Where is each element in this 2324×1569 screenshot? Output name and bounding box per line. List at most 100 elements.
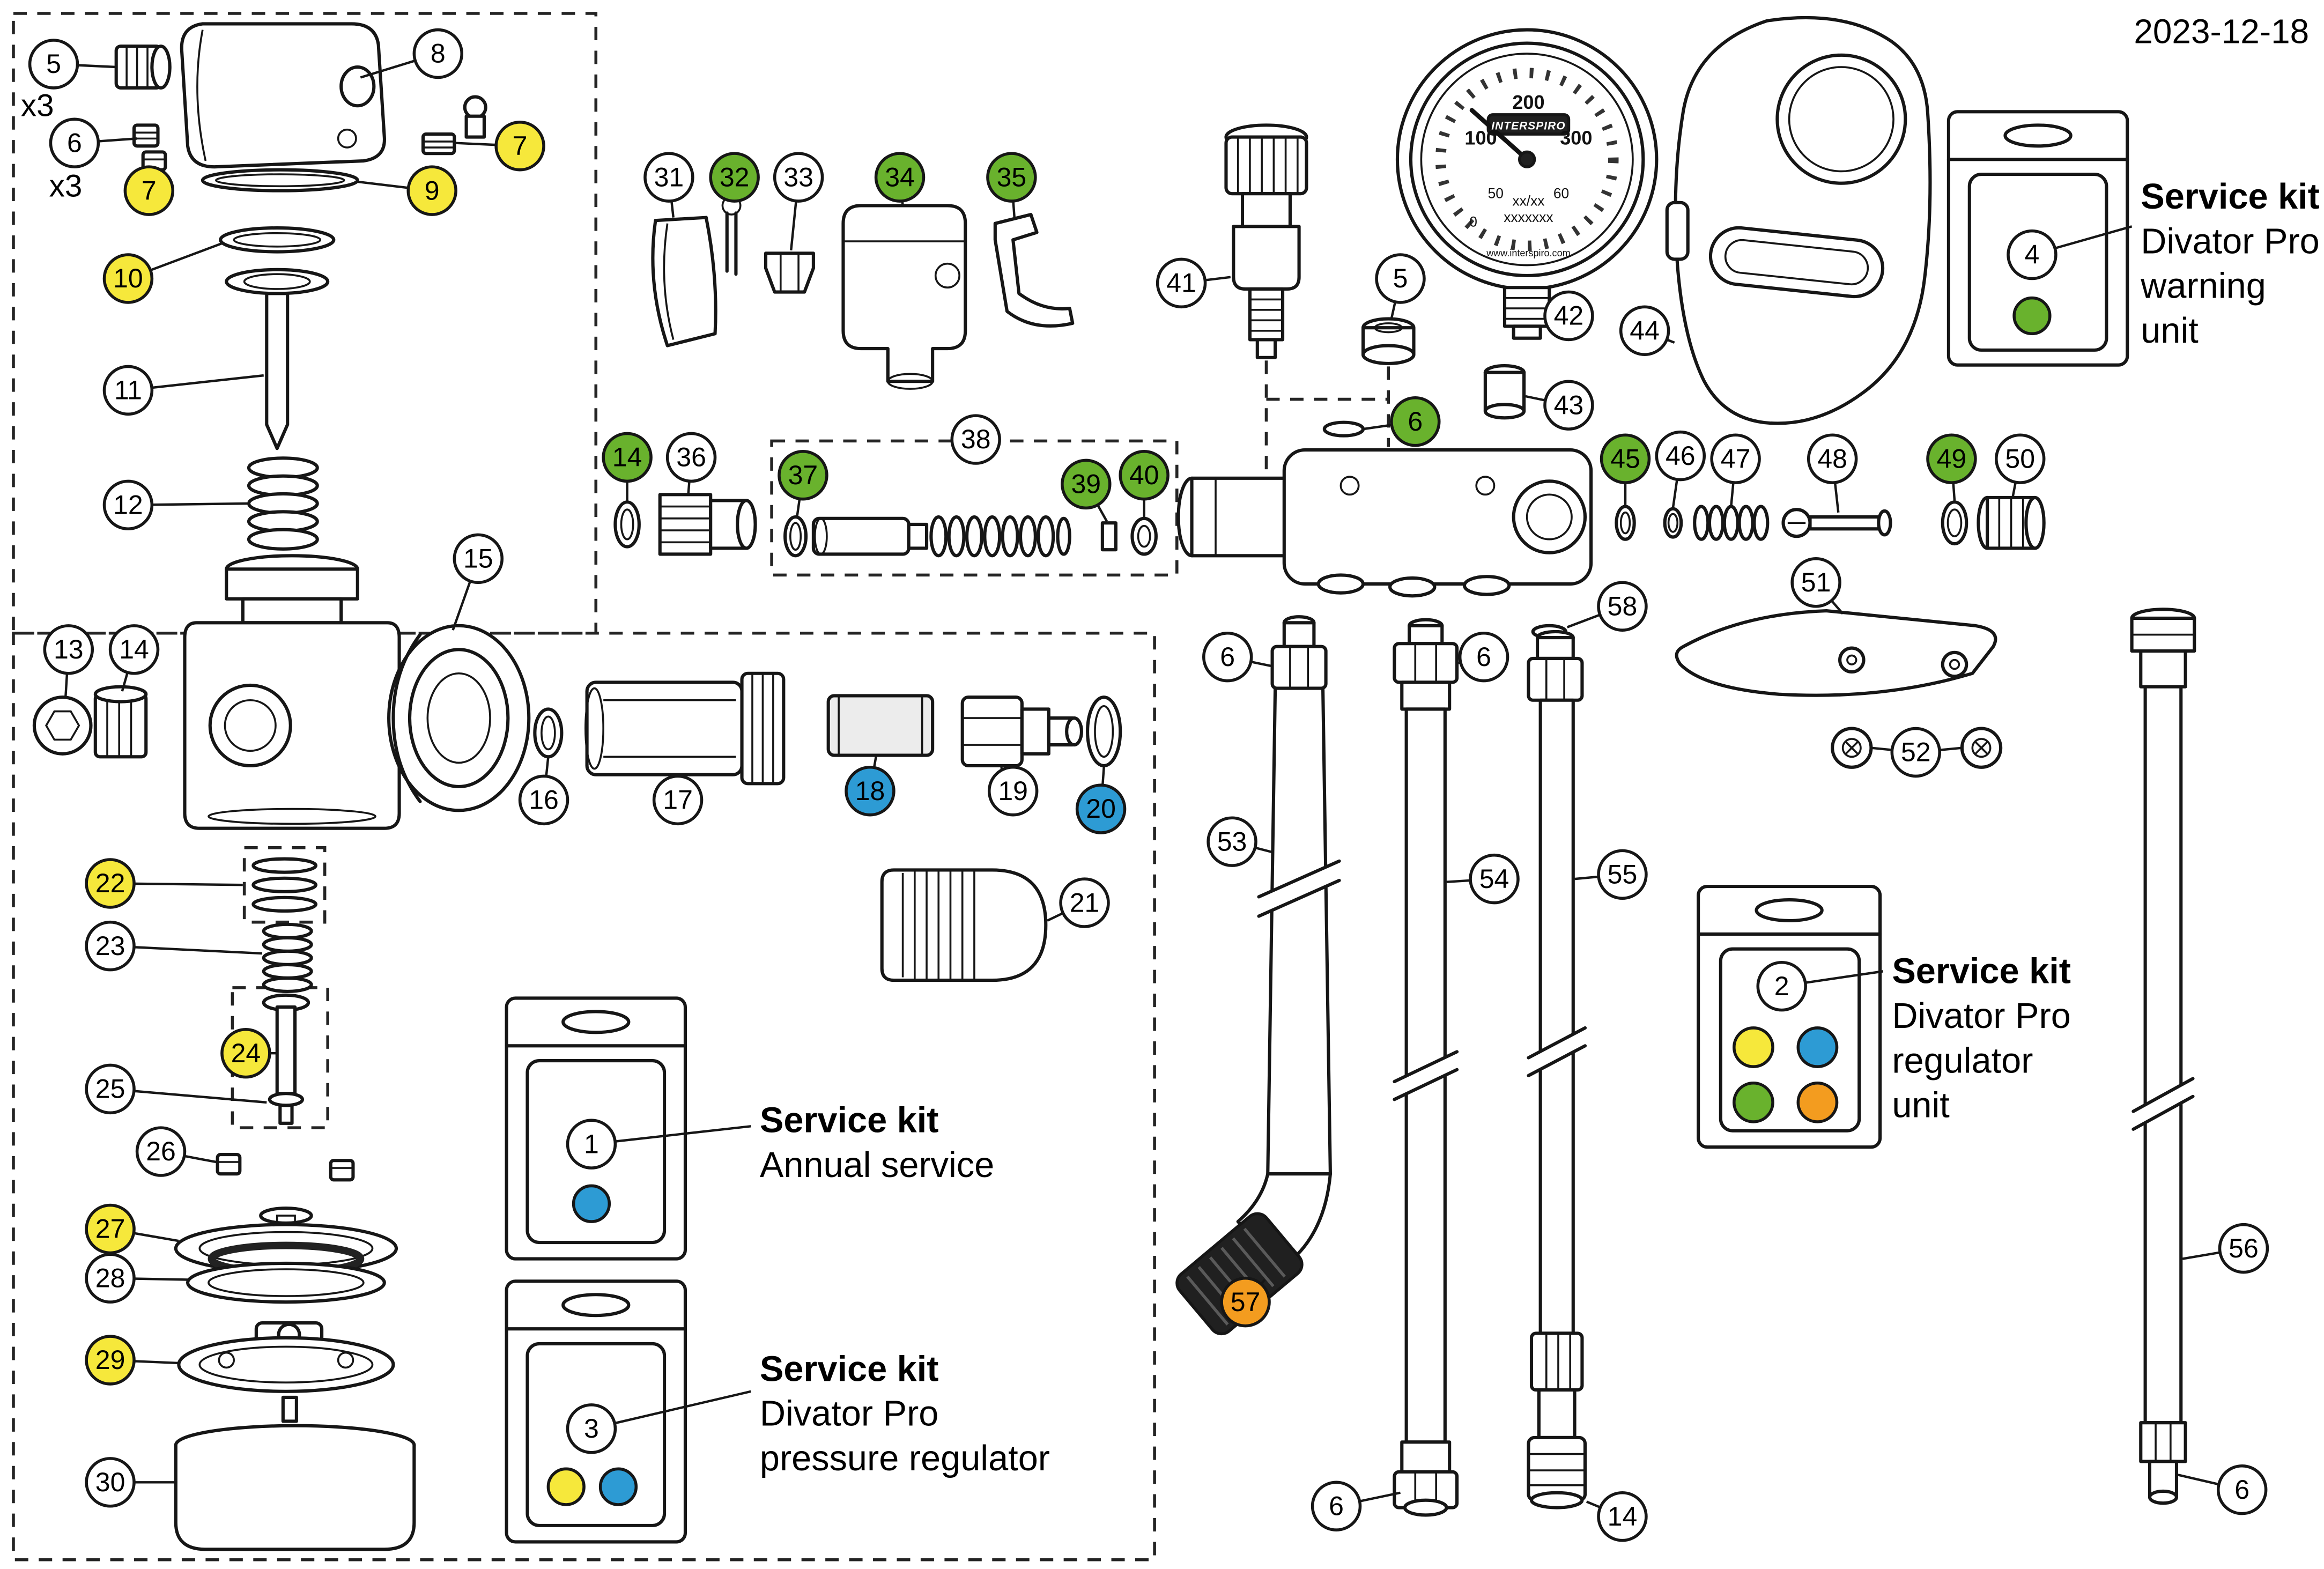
part-31-rubber-cap (651, 216, 717, 347)
gauge-label-100: 100 (1464, 127, 1497, 149)
part-45-oring (1615, 505, 1636, 541)
gauge-label-300: 300 (1560, 127, 1592, 149)
callout-56: 56 (2218, 1223, 2269, 1274)
callout-54: 54 (1469, 853, 1520, 905)
part-19-outlet-fitting (960, 695, 1084, 768)
kit-dot-green (1733, 1081, 1774, 1123)
callout-21: 21 (1059, 877, 1110, 928)
callout-42: 42 (1543, 290, 1594, 342)
service-kit-3-line: Divator Pro (759, 1394, 939, 1435)
callout-7: 7 (494, 121, 545, 172)
callout-25: 25 (85, 1063, 136, 1115)
callout-39: 39 (1061, 458, 1112, 510)
hose-56 (2130, 608, 2196, 1505)
part-18-inner-tube (826, 694, 935, 757)
callout-46: 46 (1655, 430, 1706, 482)
part-50-plug (1977, 495, 2046, 550)
callout-26: 26 (135, 1126, 187, 1177)
callout-19: 19 (987, 765, 1039, 817)
quantity-note: x3 (20, 89, 54, 124)
callout-6: 6 (1202, 631, 1253, 683)
kit-dot-blue (598, 1467, 638, 1506)
part-52-torx-screws (1831, 727, 2003, 769)
gauge-serial-1: xx/xx (1512, 193, 1544, 209)
callout-40: 40 (1119, 450, 1170, 501)
callout-5: 5 (28, 39, 79, 90)
callout-55: 55 (1597, 849, 1648, 900)
part-34-purge-housing (841, 204, 967, 390)
service-kit-2-title: Service kit (1892, 952, 2071, 993)
hose-54 (1393, 618, 1459, 1517)
callout-31: 31 (643, 152, 694, 203)
callout-14: 14 (1597, 1491, 1648, 1542)
part-36-threaded-fitting (658, 493, 757, 556)
part-6-set-screw (132, 123, 160, 148)
callout-48: 48 (1807, 433, 1858, 484)
service-kit-2-label: Service kit Divator Pro regulator unit (1892, 950, 2071, 1129)
callout-27: 27 (85, 1203, 136, 1255)
hose-56-break (2131, 1077, 2195, 1131)
kit-dot-yellow (546, 1467, 586, 1506)
callout-28: 28 (85, 1253, 136, 1304)
part-30-cover-cup (174, 1424, 416, 1551)
callout-43: 43 (1543, 380, 1594, 431)
part-manifold-block (1176, 448, 1593, 598)
part-32-cotter-pin (721, 195, 742, 276)
callout-7: 7 (123, 165, 175, 216)
part-first-stage-body (183, 554, 401, 830)
gauge-label-200: 200 (1512, 91, 1544, 113)
callout-37: 37 (778, 450, 828, 501)
callout-6: 6 (1458, 631, 1509, 683)
hose-55-break (1527, 1026, 1587, 1077)
kit-dot-yellow (1733, 1026, 1774, 1068)
part-10-washer (219, 226, 336, 254)
part-46-washer (1663, 507, 1683, 539)
gauge-label-50: 50 (1488, 186, 1504, 202)
part-11-valve-stem (225, 268, 330, 450)
callout-45: 45 (1600, 433, 1651, 484)
service-kit-2-package (1697, 884, 1882, 1149)
callout-14: 14 (108, 624, 160, 675)
part-44-second-stage-housing (1665, 16, 1932, 425)
service-kit-2-line: unit (1892, 1086, 1950, 1127)
part-5-cap-mid (1361, 317, 1416, 365)
service-kit-4-label: Service kit Divator Pro warning unit (2141, 176, 2320, 354)
part-15-yoke-ring (387, 624, 531, 812)
callout-8: 8 (412, 28, 464, 79)
part-6-oring-mid (1322, 420, 1365, 438)
quantity-note: x3 (49, 169, 83, 204)
part-14-bushing (93, 685, 148, 759)
callout-10: 10 (102, 253, 154, 304)
gauge-website: www.interspiro.com (1486, 248, 1570, 258)
part-33-clamp-piece (764, 251, 815, 294)
part-22-shim-washers (251, 857, 318, 913)
service-kit-1-line: Annual service (759, 1145, 995, 1186)
callout-15: 15 (453, 533, 504, 584)
part-20-oring (1086, 695, 1122, 768)
callout-14: 14 (602, 432, 653, 483)
kit-dot-blue (1796, 1026, 1839, 1068)
callout-5: 5 (1375, 253, 1426, 304)
callout-22: 22 (85, 858, 136, 909)
callout-50: 50 (1995, 433, 2046, 484)
callout-53: 53 (1207, 816, 1257, 867)
kit-dot-blue (572, 1184, 611, 1223)
gauge-label-60: 60 (1553, 186, 1569, 202)
callout-6: 6 (1311, 1481, 1362, 1531)
part-35-purge-lever (993, 213, 1075, 328)
service-kit-3-line: pressure regulator (759, 1439, 1050, 1479)
callout-9: 9 (406, 165, 457, 216)
service-kit-4-package (1946, 110, 2129, 367)
callout-33: 33 (773, 152, 824, 203)
callout-29: 29 (85, 1335, 136, 1386)
date-label: 2023-12-18 (2134, 12, 2310, 51)
service-kit-4-line: Divator Pro (2141, 221, 2320, 262)
part-26-set-screws (216, 1153, 355, 1182)
callout-51: 51 (1790, 557, 1841, 608)
gauge-label-0: 0 (1469, 213, 1477, 230)
hose-53 (1175, 615, 1341, 1336)
callout-44: 44 (1619, 305, 1670, 356)
callout-13: 13 (43, 624, 94, 675)
